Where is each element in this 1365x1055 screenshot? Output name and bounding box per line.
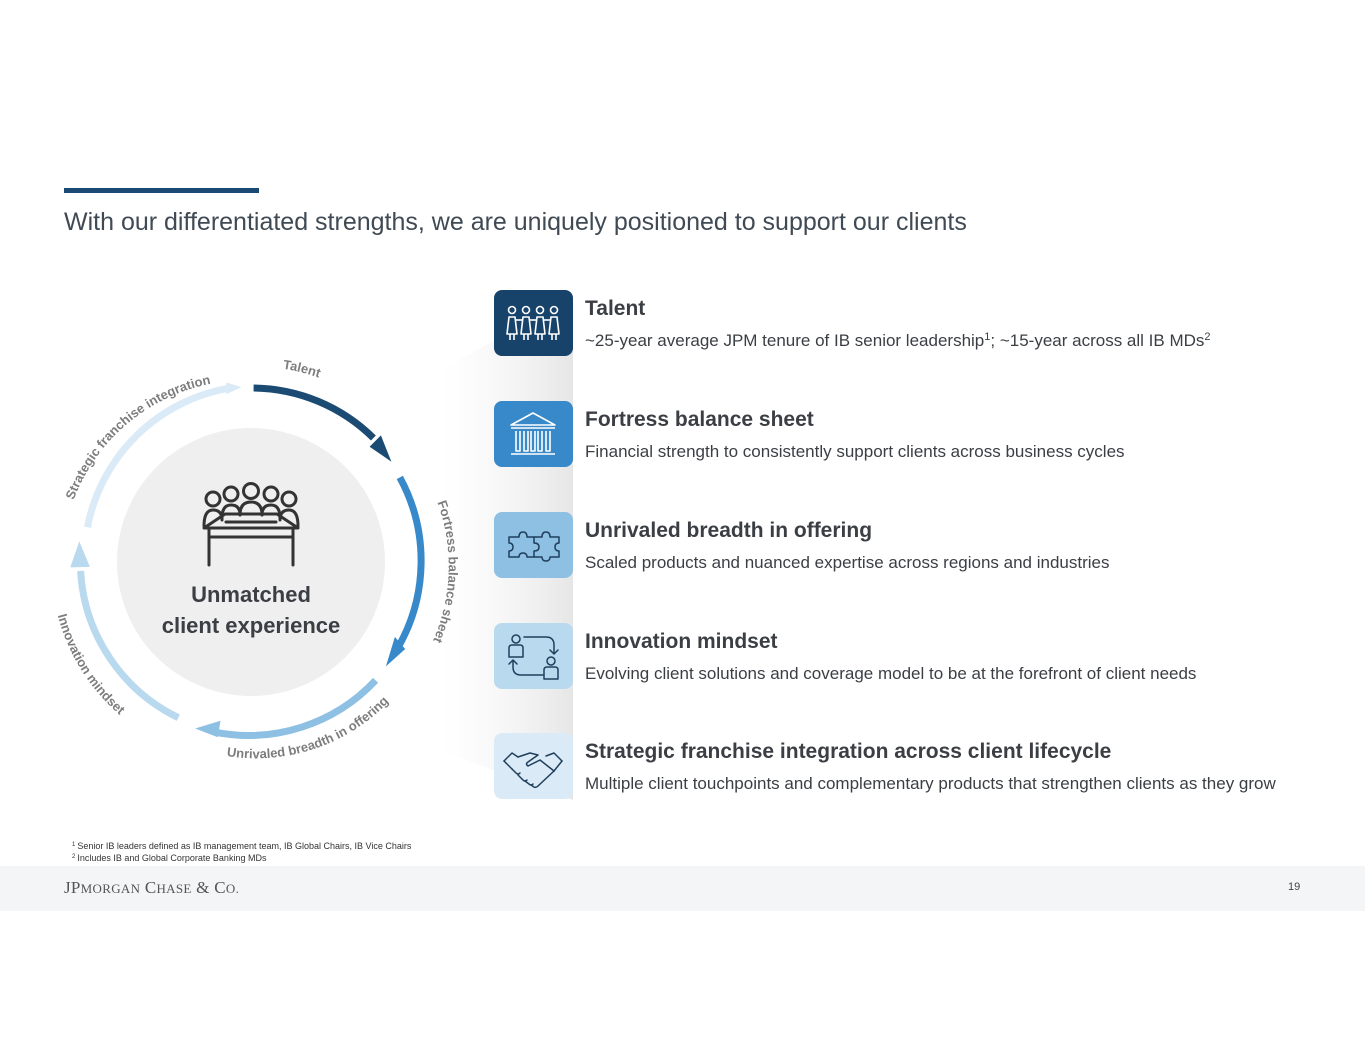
arc-talent bbox=[253, 384, 376, 441]
talent-description: ~25-year average JPM tenure of IB senior… bbox=[585, 331, 1211, 350]
fortress-title: Fortress balance sheet bbox=[585, 408, 814, 431]
strength-row-fortress: Fortress balance sheet Financial strengt… bbox=[494, 401, 1354, 469]
footnote-ref-2: 2 bbox=[1204, 331, 1211, 343]
arrowhead-unrivaled bbox=[195, 720, 221, 738]
arrowhead-fortress bbox=[385, 636, 406, 667]
arrowhead-innovation bbox=[70, 541, 90, 568]
page-title: With our differentiated strengths, we ar… bbox=[64, 208, 967, 236]
arc-fortress bbox=[394, 475, 425, 651]
arc-unrivaled bbox=[214, 677, 379, 739]
talent-title: Talent bbox=[585, 297, 646, 320]
innovation-icon-box bbox=[494, 623, 573, 689]
unrivaled-title: Unrivaled breadth in offering bbox=[585, 519, 873, 542]
strength-row-strategic: Strategic franchise integration across c… bbox=[494, 733, 1354, 801]
arrowhead-talent bbox=[369, 435, 392, 462]
strength-row-innovation: Innovation mindset Evolving client solut… bbox=[494, 623, 1354, 691]
strength-row-unrivaled: Unrivaled breadth in offering Scaled pro… bbox=[494, 512, 1354, 580]
fortress-description: Financial strength to consistently suppo… bbox=[585, 442, 1125, 461]
title-accent-bar bbox=[64, 188, 259, 193]
innovation-title: Innovation mindset bbox=[585, 630, 778, 653]
page-number: 19 bbox=[1288, 881, 1301, 893]
people-group-icon bbox=[506, 305, 560, 340]
handshake-icon bbox=[503, 752, 563, 789]
exchange-people-icon bbox=[508, 634, 559, 680]
label-talent: Talent bbox=[282, 357, 323, 381]
arc-innovation bbox=[77, 570, 180, 721]
center-circle bbox=[117, 428, 385, 696]
innovation-description: Evolving client solutions and coverage m… bbox=[585, 664, 1197, 683]
fortress-icon-box bbox=[494, 401, 573, 467]
center-label-line1: Unmatched bbox=[191, 582, 311, 607]
company-logo: JPMORGAN CHASE & CO. bbox=[64, 878, 240, 897]
strategic-title: Strategic franchise integration across c… bbox=[585, 740, 1112, 763]
puzzle-icon bbox=[508, 531, 560, 562]
arrowhead-strategic bbox=[226, 382, 242, 395]
unrivaled-description: Scaled products and nuanced expertise ac… bbox=[585, 553, 1110, 572]
footer-bar: JPMORGAN CHASE & CO. 19 bbox=[0, 866, 1365, 911]
bank-building-icon bbox=[510, 412, 556, 455]
meeting-table-icon bbox=[202, 482, 300, 567]
footnote-ref-1: 1 bbox=[984, 331, 991, 343]
strength-row-talent: Talent ~25-year average JPM tenure of IB… bbox=[494, 290, 1354, 358]
center-label-line2: client experience bbox=[162, 613, 341, 638]
talent-icon-box bbox=[494, 290, 573, 356]
strategic-icon-box bbox=[494, 733, 573, 799]
strategic-description: Multiple client touchpoints and compleme… bbox=[585, 774, 1276, 793]
unrivaled-icon-box bbox=[494, 512, 573, 578]
arc-strategic bbox=[84, 384, 231, 528]
